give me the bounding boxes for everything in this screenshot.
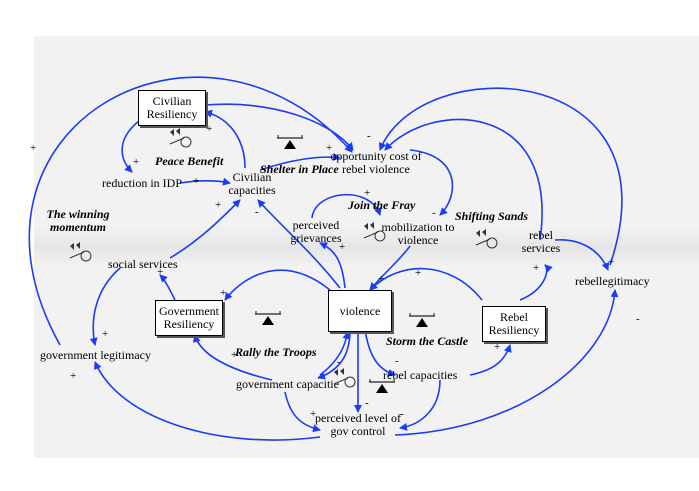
polarity-sign: - <box>400 408 404 420</box>
loop-rally-the-troops: Rally the Troops <box>235 345 317 359</box>
var-rebellegitimacy: rebellegitimacy <box>575 274 650 288</box>
var-social-services: social services <box>108 257 178 271</box>
stock-government-resiliency: Government Resiliency <box>155 300 223 336</box>
link-oppcost-mobil <box>409 149 454 216</box>
link-rebres-violence <box>369 267 483 301</box>
link-control-rebleg <box>394 289 619 436</box>
link-control-govlegit <box>94 361 321 441</box>
polarity-sign: + <box>310 408 317 420</box>
polarity-sign: + <box>133 156 140 168</box>
polarity-sign: - <box>365 397 369 409</box>
link-social-govlegit <box>89 267 121 346</box>
balance-scale-icon <box>277 135 303 149</box>
polarity-sign: + <box>193 175 200 187</box>
link-rebserv-oppcost <box>384 118 543 241</box>
link-rebleg-oppcost <box>378 87 623 266</box>
link-govcap-control <box>284 391 321 433</box>
snowball-icon <box>169 128 192 148</box>
loop-shifting-sands: Shifting Sands <box>455 209 529 223</box>
var-rebel-capacities: rebel capacities <box>383 368 458 382</box>
link-govcap-violence <box>319 331 351 376</box>
polarity-sign: + <box>102 328 109 340</box>
link-rebcap-control <box>399 379 441 431</box>
balance-scale-icon <box>255 311 281 325</box>
stock-violence: violence <box>328 290 392 332</box>
snowball-icon <box>333 368 356 388</box>
var-opportunity-cost: opportunity cost of rebel violence <box>330 149 422 176</box>
link-violence-rebcap <box>364 329 396 377</box>
var-government-capacities: government capacitie <box>236 377 339 391</box>
polarity-sign: + <box>70 370 77 382</box>
loop-peace-benefit: Peace Benefit <box>155 154 224 168</box>
balance-scale-icon <box>369 379 395 393</box>
polarity-sign: - <box>432 207 436 219</box>
stock-civilian-resiliency: Civilian Resiliency <box>138 90 206 126</box>
link-violence-griev <box>319 242 346 289</box>
polarity-sign: + <box>608 256 615 268</box>
link-social-civcap <box>169 199 241 259</box>
loop-storm-the-castle: Storm the Castle <box>386 334 469 348</box>
snowball-icon <box>363 222 386 242</box>
link-civcap-civres <box>204 109 246 169</box>
polarity-sign: + <box>215 199 222 211</box>
var-mobilization: mobilization to violence <box>381 220 455 247</box>
link-idp-civcap <box>179 177 231 186</box>
polarity-sign: + <box>220 287 227 299</box>
polarity-sign: + <box>30 142 37 154</box>
polarity-sign: + <box>231 349 238 361</box>
link-violence-civcap <box>257 199 341 289</box>
loop-winning-momentum: The winning momentum <box>46 207 110 234</box>
polarity-sign: - <box>255 206 259 218</box>
polarity-sign: + <box>533 262 540 274</box>
link-rebres-rebserv <box>519 264 553 301</box>
link-rebcap-rebres <box>469 344 512 376</box>
polarity-sign: - <box>636 313 640 325</box>
var-perceived-control: perceived level of gov control <box>315 411 401 438</box>
loop-join-the-fray: Join the Fray <box>348 198 416 212</box>
polarity-sign: + <box>326 142 333 154</box>
polarity-sign: - <box>367 130 371 142</box>
polarity-sign: + <box>157 266 164 278</box>
snowball-icon <box>475 229 498 249</box>
balance-scale-icon <box>409 313 435 327</box>
link-civres-oppcost <box>204 103 354 151</box>
polarity-sign: - <box>337 356 341 368</box>
var-perceived-grievances: perceived grievances <box>290 218 342 245</box>
link-rebserv-rebleg <box>554 239 610 271</box>
polarity-sign: + <box>364 187 371 199</box>
link-govlegit-oppcost <box>28 76 353 346</box>
snowball-icon <box>69 242 92 262</box>
var-rebel-services: rebel services <box>521 228 561 255</box>
polarity-sign: + <box>339 241 346 253</box>
link-violence-govres <box>224 269 331 301</box>
polarity-sign: + <box>494 341 501 353</box>
var-civilian-capacities: Civilian capacities <box>228 170 276 197</box>
polarity-sign: + <box>378 273 385 285</box>
link-civcap-oppcost <box>259 153 341 171</box>
loop-shelter-in-place: Shelter in Place <box>260 162 339 176</box>
link-griev-mobil <box>311 193 382 219</box>
link-govcap-govres <box>192 334 273 381</box>
link-mobil-violence <box>369 245 411 291</box>
var-reduction-idp: reduction in IDP <box>102 176 182 190</box>
stock-rebel-resiliency: Rebel Resiliency <box>482 306 546 342</box>
polarity-sign: + <box>206 123 213 135</box>
polarity-sign: - <box>395 355 399 367</box>
link-civres-idp <box>121 119 141 173</box>
var-government-legitimacy: government legitimacy <box>40 348 151 362</box>
link-govres-social <box>159 274 176 301</box>
polarity-sign: + <box>415 267 422 279</box>
